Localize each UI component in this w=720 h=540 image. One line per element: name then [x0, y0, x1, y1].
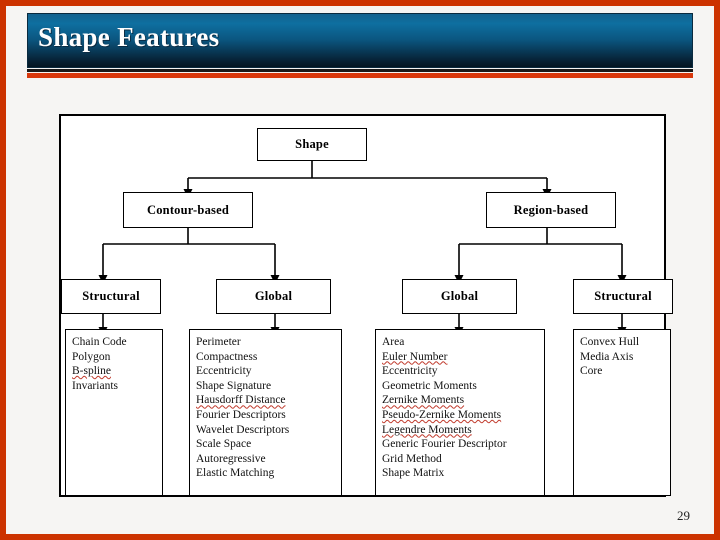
leaf-item: Chain Code	[72, 336, 127, 348]
leaf-item: Wavelet Descriptors	[196, 423, 290, 436]
node-contour-based-label: Contour-based	[146, 202, 229, 217]
leaf-item: Eccentricity	[196, 365, 252, 378]
node-contour-structural[interactable]: Structural	[61, 279, 161, 314]
leaf-item: Compactness	[196, 350, 258, 363]
slide-canvas: Shape Features	[6, 6, 714, 534]
leaf-item: Zernike Moments	[382, 394, 465, 407]
node-shape-label: Shape	[295, 137, 329, 151]
title-bar-background	[27, 13, 693, 68]
leaf-item: Perimeter	[196, 336, 241, 348]
leaf-item: Grid Method	[382, 452, 442, 465]
shape-features-diagram: Shape Contour-based Region-based Structu…	[59, 114, 673, 497]
node-region-global-label: Global	[440, 289, 479, 303]
leaf-item: Polygon	[72, 350, 111, 363]
leaf-item: Shape Signature	[196, 379, 272, 392]
divider-orange	[27, 73, 693, 78]
leaf-item: Scale Space	[196, 438, 252, 451]
leaf-item: Geometric Moments	[382, 379, 477, 392]
divider-dark	[27, 69, 693, 72]
node-region-based-label: Region-based	[513, 202, 589, 217]
leaf-item: Euler Number	[382, 350, 448, 363]
leaf-item: Area	[382, 336, 405, 348]
node-shape[interactable]: Shape	[257, 128, 367, 161]
page-title: Shape Features	[38, 22, 220, 52]
node-contour-global-label: Global	[254, 289, 293, 303]
leaf-item: Convex Hull	[580, 336, 640, 348]
node-contour-based[interactable]: Contour-based	[123, 192, 253, 228]
page-number: 29	[677, 508, 690, 523]
leaf-item: Legendre Moments	[382, 423, 472, 436]
leaf-item: Shape Matrix	[382, 467, 445, 480]
leaf-item: Generic Fourier Descriptor	[382, 438, 507, 451]
leaf-item: Media Axis	[580, 350, 634, 363]
title-banner: Shape Features	[27, 13, 693, 68]
connector-lines	[98, 161, 627, 336]
node-region-global[interactable]: Global	[402, 279, 517, 314]
leaf-item: Pseudo-Zernike Moments	[382, 408, 502, 421]
leaf-item: Eccentricity	[382, 365, 438, 378]
node-contour-structural-label: Structural	[82, 289, 140, 303]
leaf-item: Autoregressive	[196, 452, 266, 465]
node-region-structural-label: Structural	[594, 289, 652, 303]
diagram-inner: Shape Contour-based Region-based Structu…	[61, 116, 673, 496]
leaf-item: Core	[580, 365, 603, 378]
node-region-structural[interactable]: Structural	[573, 279, 673, 314]
leaf-item: Hausdorff Distance	[196, 394, 286, 407]
node-contour-global[interactable]: Global	[216, 279, 331, 314]
leaf-item: Invariants	[72, 379, 118, 392]
leaf-item: Fourier Descriptors	[196, 408, 286, 421]
leaf-item: Elastic Matching	[196, 467, 275, 480]
node-region-based[interactable]: Region-based	[486, 192, 616, 228]
leaf-item: B-spline	[72, 365, 111, 378]
